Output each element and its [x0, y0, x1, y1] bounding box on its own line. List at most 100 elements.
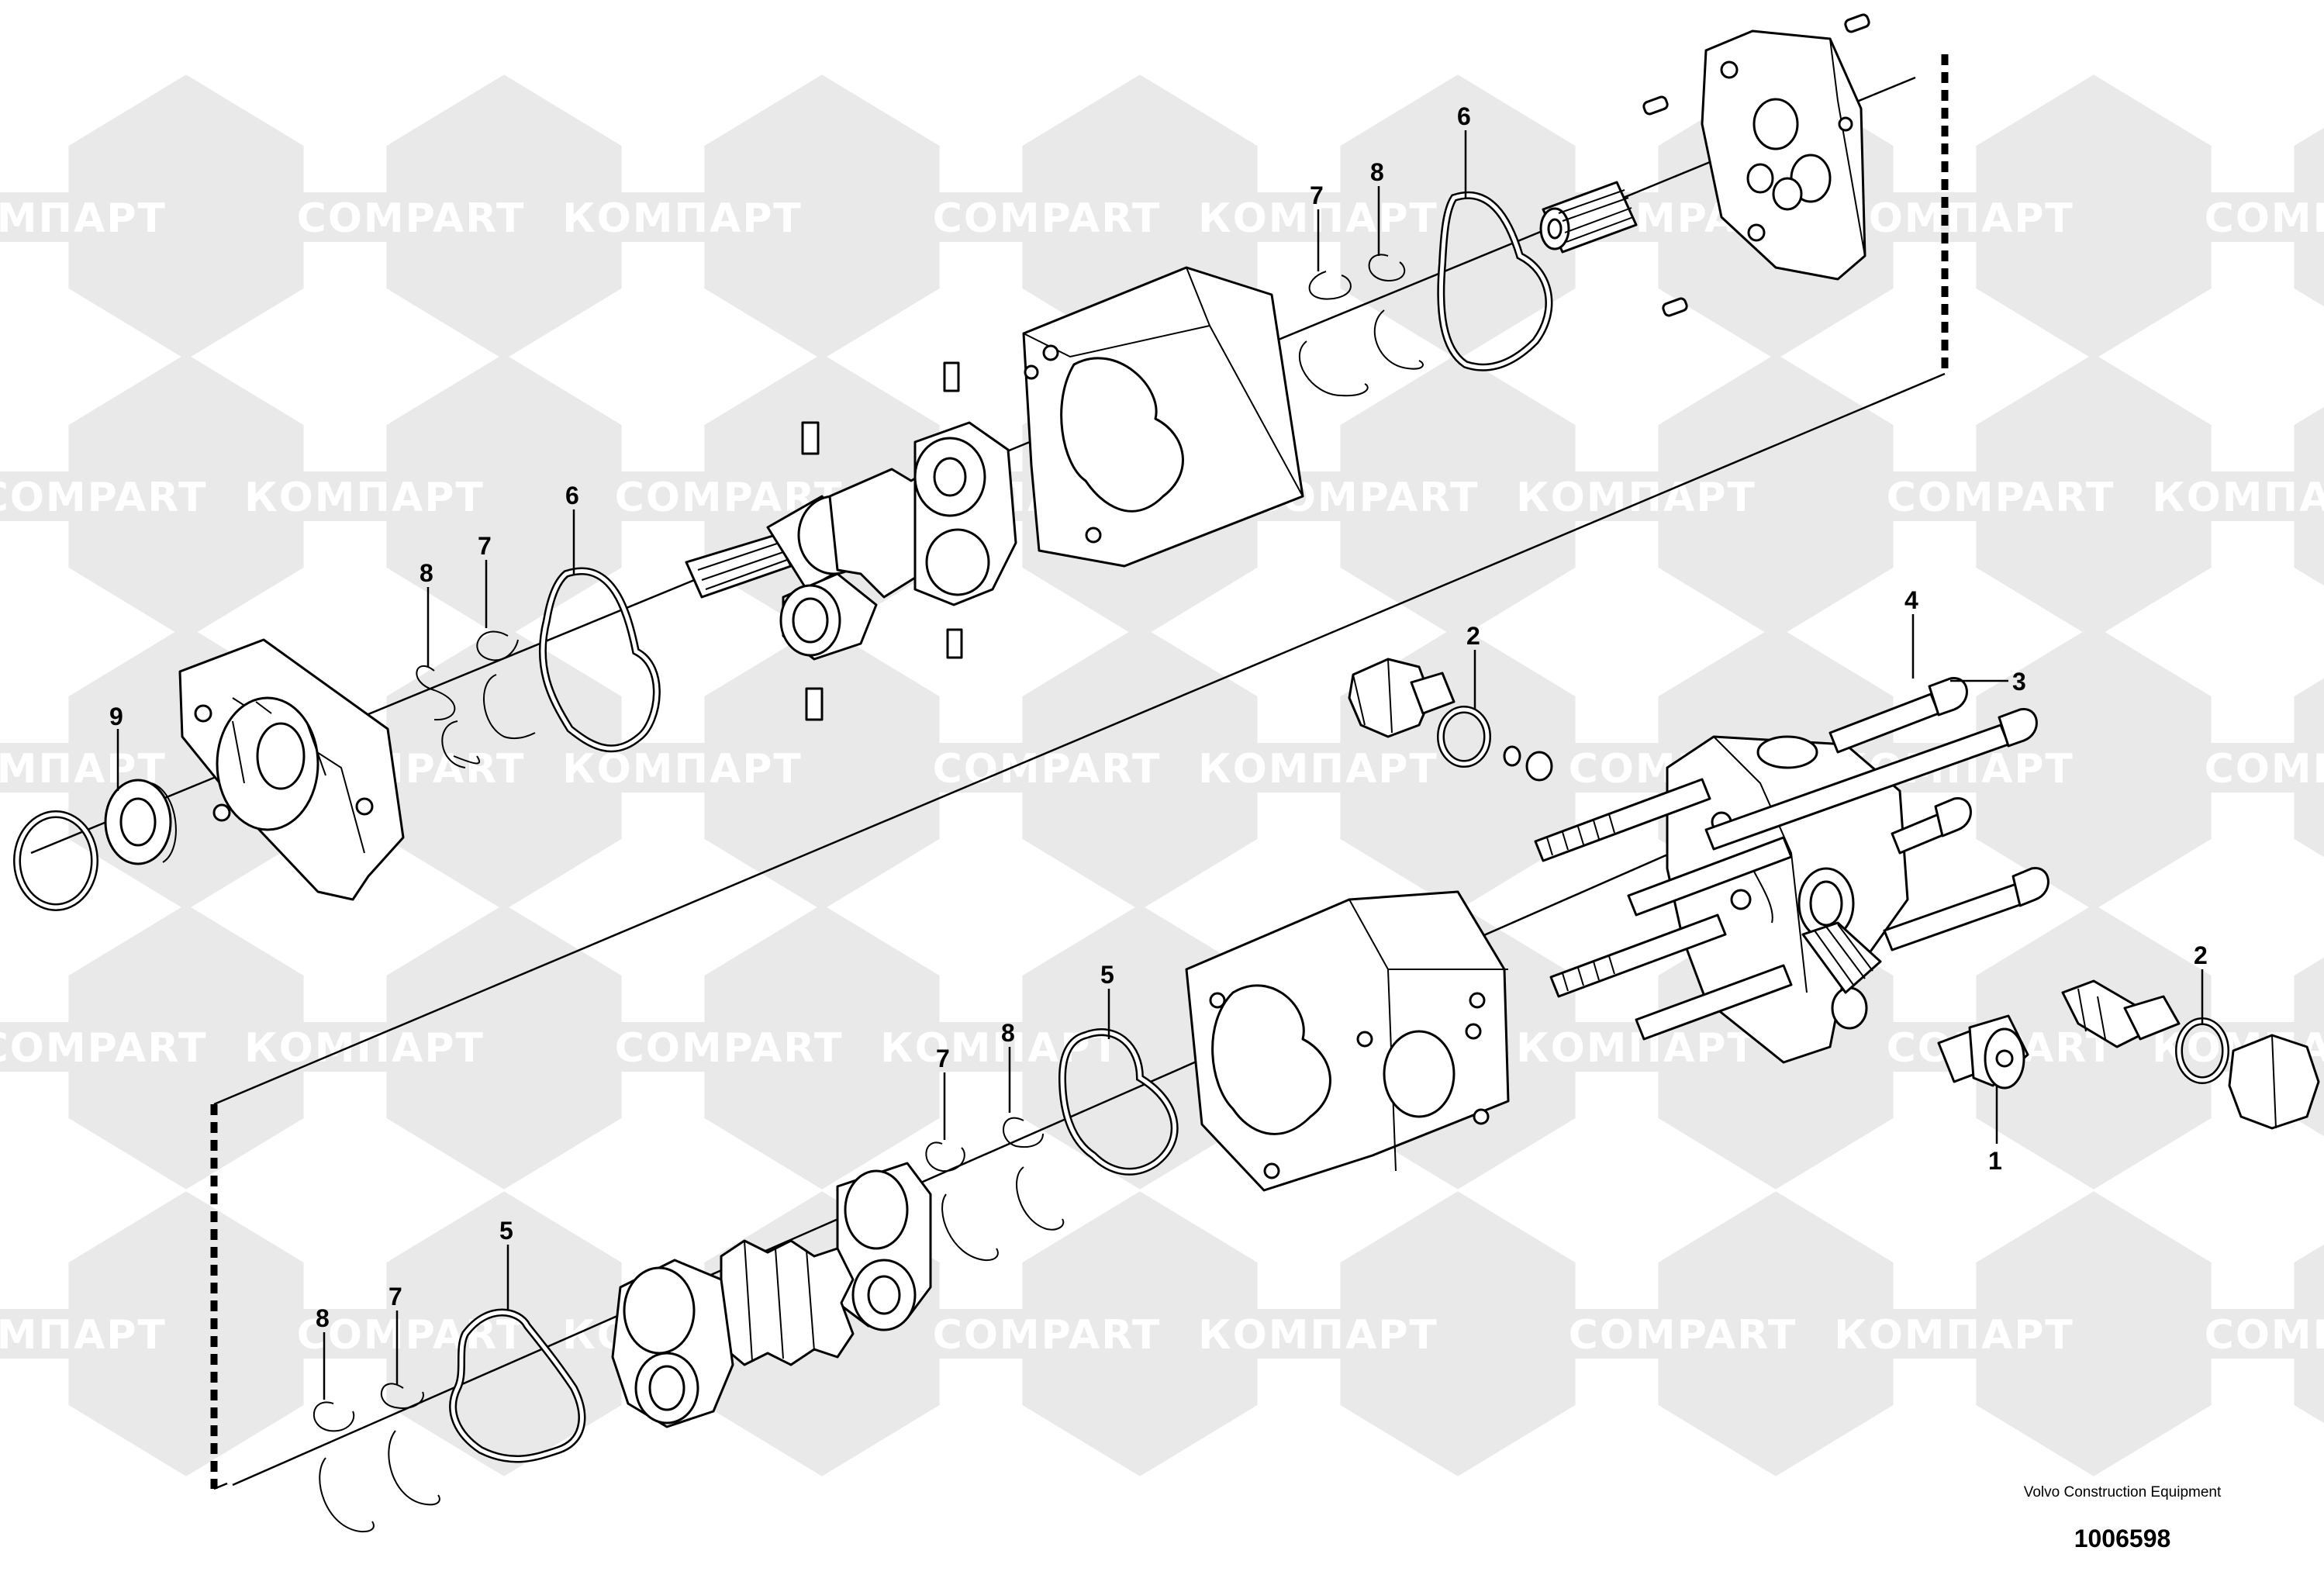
valve-spool — [2061, 979, 2181, 1048]
callout-9: 9 — [109, 703, 123, 730]
watermark-logo-mark — [172, 154, 279, 280]
watermark-text-latin: COMPART — [933, 743, 1159, 793]
tie-bolt — [1534, 778, 1793, 1041]
driven-gear — [720, 1239, 855, 1366]
watermark-text-latin: COMPART — [933, 1309, 1159, 1359]
callout-2: 2 — [2194, 941, 2208, 969]
svg-text:COMPART: COMPART — [0, 1025, 207, 1072]
watermark-text-cyrillic: КОМПАРТ — [1834, 1309, 2074, 1359]
seal-washer — [1437, 706, 1553, 782]
callout-2: 2 — [1466, 622, 1480, 650]
callout-8: 8 — [1370, 158, 1384, 186]
watermark-text-latin: COMPART — [0, 471, 205, 521]
watermark-text-latin: COMPART — [1569, 1309, 1797, 1359]
svg-text:COMPART: COMPART — [1887, 475, 2115, 521]
shaft-seal — [104, 779, 177, 865]
watermark-text-cyrillic: КОМПАРТ — [1516, 471, 1756, 521]
watermark-text-latin: COMPART — [297, 192, 526, 242]
bearing-block — [913, 421, 1017, 606]
watermark-text-cyrillic: КОМПАРТ — [1834, 192, 2074, 242]
watermark-text-cyrillic: КОМПАРТ — [0, 743, 165, 793]
callout-labels: 9 8 7 6 7 8 6 2 4 3 2 1 5 8 7 5 7 8 — [109, 102, 2208, 1332]
callout-5: 5 — [1100, 961, 1114, 989]
retaining-ring — [13, 810, 98, 911]
watermark-logo-mark — [172, 1271, 279, 1397]
watermark-logo-mark — [2080, 154, 2187, 280]
svg-text:КОМПАРТ: КОМПАРТ — [244, 475, 485, 521]
valve-spring — [1801, 921, 1882, 994]
watermark-text-cyrillic: КОМПАРТ — [1198, 743, 1438, 793]
svg-text:COMPART: COMPART — [933, 195, 1162, 242]
svg-text:КОМПАРТ: КОМПАРТ — [880, 1025, 1121, 1072]
svg-text:КОМПАРТ: КОМПАРТ — [1834, 1312, 2074, 1359]
o-ring — [1437, 191, 1553, 371]
callout-6: 6 — [565, 482, 579, 509]
watermark-logo-mark — [1444, 154, 1551, 280]
watermark-text-cyrillic: КОМПАРТ — [1198, 1309, 1438, 1359]
assembly-connection-line — [210, 54, 1949, 1490]
svg-text:COMPART: COMPART — [2205, 1312, 2324, 1359]
watermark-text-latin: COMPART — [2205, 192, 2324, 242]
svg-text:КОМПАРТ: КОМПАРТ — [562, 746, 803, 793]
bearing-block — [836, 1162, 932, 1331]
cap-screw — [1704, 677, 2049, 951]
callout-7: 7 — [478, 532, 492, 560]
backup-ring — [381, 1383, 440, 1506]
watermark-text-cyrillic: КОМПАРТ — [562, 192, 803, 242]
callout-7: 7 — [936, 1045, 950, 1072]
dowel-pin — [1642, 13, 1870, 317]
backup-ring — [416, 665, 481, 768]
svg-text:КОМПАРТ: КОМПАРТ — [1516, 475, 1756, 521]
watermark-text-cyrillic: КОМПАРТ — [1516, 1022, 1756, 1072]
callout-4: 4 — [1904, 586, 1918, 614]
watermark-logo-mark — [2080, 1271, 2187, 1397]
svg-text:COMPART: COMPART — [615, 1025, 844, 1072]
watermark-logo-mark — [1762, 433, 1869, 559]
backup-ring — [1003, 1117, 1065, 1231]
watermark-text-latin: COMPART — [2205, 1309, 2324, 1359]
svg-text:КОМПАРТ: КОМПАРТ — [0, 195, 167, 242]
watermark-text-latin: COMPART — [297, 1309, 526, 1359]
o-ring — [449, 1308, 586, 1463]
drive-gear-shaft — [685, 468, 971, 661]
svg-text:КОМПАРТ: КОМПАРТ — [562, 195, 803, 242]
watermark-text-cyrillic: КОМПАРТ — [244, 1022, 485, 1072]
svg-text:COMPART: COMPART — [1569, 1312, 1797, 1359]
seal-ring — [313, 1401, 375, 1533]
callout-7: 7 — [388, 1283, 402, 1311]
svg-text:КОМПАРТ: КОМПАРТ — [244, 1025, 485, 1072]
watermark-logo-mark — [808, 705, 915, 831]
svg-text:КОМПАРТ: КОМПАРТ — [1516, 1025, 1756, 1072]
watermark-text-latin: COMPART — [0, 1022, 207, 1072]
seal-ring — [476, 630, 536, 740]
check-valve-plug — [1937, 1014, 2029, 1090]
watermark-text-latin: COMPART — [933, 192, 1162, 242]
callout-1: 1 — [1988, 1147, 2002, 1175]
hex-plug — [1348, 658, 1456, 738]
seal-ring — [925, 1141, 999, 1262]
footer-drawing-number: 1006598 — [2074, 1525, 2171, 1552]
dowel-pin — [801, 361, 963, 721]
lower-axis — [232, 782, 1831, 1487]
watermark-text-cyrillic: КОМПАРТ — [0, 192, 167, 242]
svg-text:КОМПАРТ: КОМПАРТ — [1834, 195, 2074, 242]
callout-leaders — [116, 130, 2204, 1400]
watermark-text-latin: COMPART — [615, 471, 841, 521]
svg-text:КОМПАРТ: КОМПАРТ — [1198, 1312, 1438, 1359]
watermark-logo-mark — [1444, 705, 1551, 831]
front-flange-cover — [178, 638, 405, 901]
o-ring — [538, 567, 661, 753]
callout-7: 7 — [1310, 181, 1324, 209]
svg-text:COMPART: COMPART — [297, 195, 526, 242]
gear-housing-lower — [1185, 890, 1510, 1192]
watermark-text-cyrillic: КОМПАРТ — [2152, 471, 2324, 521]
watermark-logo-mark — [2080, 705, 2187, 831]
coupling-sleeve — [1539, 181, 1638, 254]
footer-company-name: Volvo Construction Equipment — [2023, 1484, 2222, 1500]
watermark-logo-mark — [490, 433, 597, 559]
rear-cover-plate — [1701, 29, 1866, 281]
svg-text:КОМПАРТ: КОМПАРТ — [1198, 746, 1438, 793]
watermark-text-cyrillic: КОМПАРТ — [244, 471, 485, 521]
svg-text:COMPART: COMPART — [297, 1312, 526, 1359]
